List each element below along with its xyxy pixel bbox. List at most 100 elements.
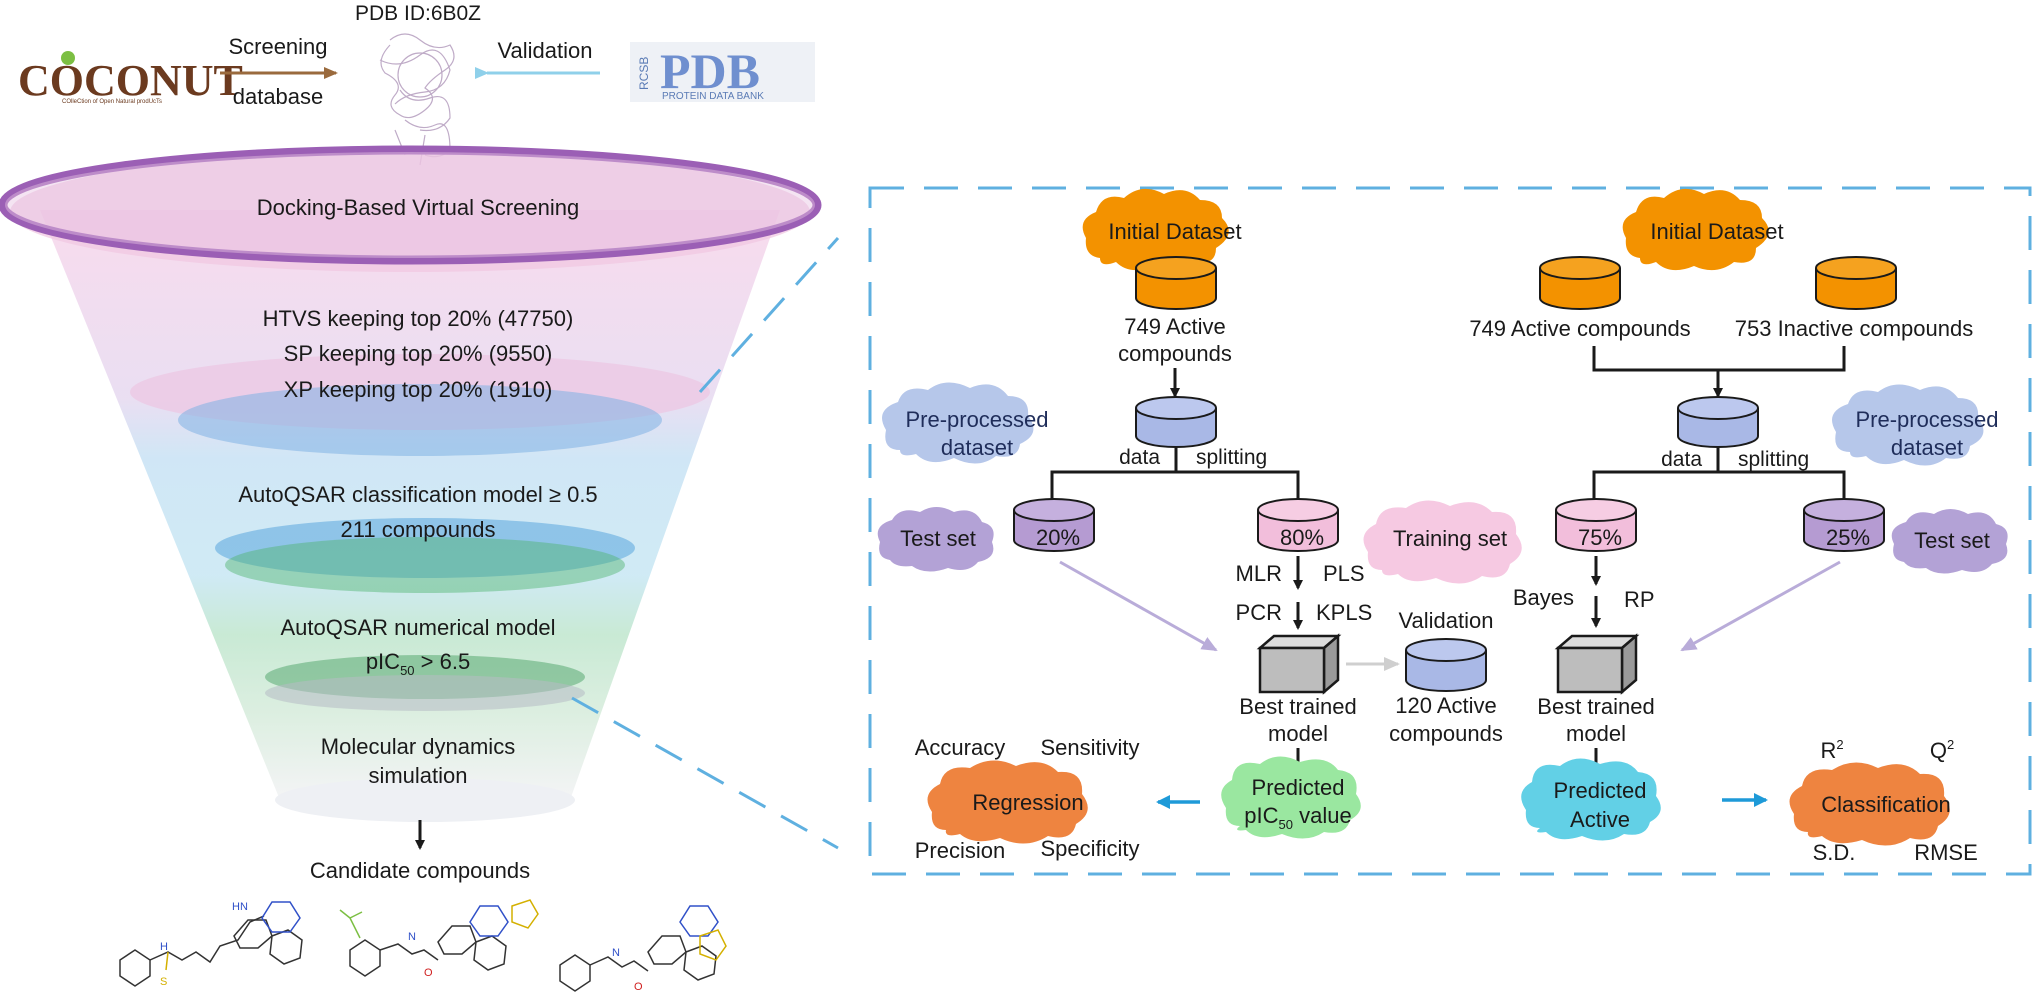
svg-text:O: O <box>634 981 643 993</box>
pct-test-right: 25% <box>1826 525 1870 550</box>
method-kpls: KPLS <box>1316 600 1372 625</box>
test-set-cloud-right <box>1891 509 2008 574</box>
sp-label: SP keeping top 20% (9550) <box>284 341 553 366</box>
preprocessed-cloud-right <box>1832 384 1984 466</box>
data-label-right: data <box>1661 448 1702 471</box>
predicted-right-2: Active <box>1570 807 1630 832</box>
screening-funnel <box>0 145 822 822</box>
db-test-right <box>1803 498 1885 552</box>
svg-text:H: H <box>160 941 168 953</box>
arrow-test-model-left <box>1059 560 1218 652</box>
classification-label: AutoQSAR classification model ≥ 0.5 <box>238 482 597 507</box>
db-active-right <box>1539 256 1621 310</box>
splitting-label-right: splitting <box>1738 448 1809 471</box>
test-set-label-left: Test set <box>900 526 976 551</box>
validation-count-2: compounds <box>1389 721 1503 746</box>
candidates-label: Candidate compounds <box>310 858 530 883</box>
method-pcr: PCR <box>1236 600 1282 625</box>
metric-specificity: Specificity <box>1040 836 1139 861</box>
initial-dataset-label-left: Initial Dataset <box>1108 219 1241 244</box>
initial-dataset-cloud-left <box>1082 188 1229 271</box>
coconut-leaf-icon <box>61 51 75 65</box>
db-active-left <box>1135 256 1217 310</box>
initial-dataset-label-right: Initial Dataset <box>1650 219 1783 244</box>
method-mlr: MLR <box>1236 561 1282 586</box>
predicted-left-1: Predicted <box>1252 775 1345 800</box>
regression-cloud <box>927 760 1088 844</box>
best-model-left-1: Best trained <box>1239 694 1356 719</box>
predicted-right-1: Predicted <box>1554 778 1647 803</box>
svg-text:N: N <box>408 931 416 943</box>
validation-label: Validation <box>498 38 593 63</box>
split-bracket-left <box>1050 470 1300 500</box>
training-set-cloud <box>1363 500 1522 584</box>
xp-ring <box>178 384 662 456</box>
preprocessed-label-right-1: Pre-processed <box>1855 407 1998 432</box>
test-set-cloud-left <box>877 507 994 572</box>
metric-precision: Precision <box>915 838 1005 863</box>
rcsb-pdb-logo: RCSB PDB PROTEIN DATA BANK <box>630 42 815 102</box>
model-cube-right <box>1554 633 1640 695</box>
database-label: database <box>233 84 324 109</box>
db-train-left <box>1257 498 1339 552</box>
metric-accuracy: Accuracy <box>915 735 1005 760</box>
molecule-1: HN H S <box>119 901 303 988</box>
predicted-pic50-cloud <box>1221 756 1361 839</box>
pct-test-left: 20% <box>1036 525 1080 550</box>
best-model-left-2: model <box>1268 721 1328 746</box>
regression-label: Regression <box>972 790 1083 815</box>
candidate-structures: HN H S N O N O <box>119 899 727 993</box>
predicted-left-2: pIC50 value <box>1244 803 1351 832</box>
coconut-logo: COCONUT COlleCtion of Open Natural prodU… <box>18 51 243 105</box>
db-preprocessed-left <box>1135 396 1217 448</box>
md-label-2: simulation <box>368 763 467 788</box>
metric-r2: R2 <box>1820 737 1843 763</box>
md-label: Molecular dynamics <box>321 734 515 759</box>
metric-sensitivity: Sensitivity <box>1040 735 1139 760</box>
preprocessed-label-left-1: Pre-processed <box>905 407 1048 432</box>
numerical-label: AutoQSAR numerical model <box>280 615 555 640</box>
method-rp: RP <box>1624 587 1655 612</box>
svg-text:PDB: PDB <box>660 43 760 99</box>
validation-count-1: 120 Active <box>1395 693 1497 718</box>
svg-text:HN: HN <box>232 901 248 913</box>
screening-label: Screening <box>228 34 327 59</box>
protein-structure-image <box>379 33 455 166</box>
coconut-logo-text: COCONUT <box>18 56 243 105</box>
svg-text:N: N <box>612 947 620 959</box>
merge-bracket-right <box>1592 346 1846 372</box>
xp-label: XP keeping top 20% (1910) <box>284 377 553 402</box>
active-compounds-left-2: compounds <box>1118 341 1232 366</box>
classification-ring-green <box>225 537 625 593</box>
svg-text:O: O <box>424 967 433 979</box>
classification-label: Classification <box>1821 792 1951 817</box>
metric-q2: Q2 <box>1930 737 1954 763</box>
db-validation <box>1405 638 1487 692</box>
svg-text:S: S <box>160 976 167 988</box>
metric-sd: S.D. <box>1813 840 1856 865</box>
method-bayes: Bayes <box>1513 585 1574 610</box>
db-inactive-right <box>1815 256 1897 310</box>
db-test-left <box>1013 498 1095 552</box>
molecule-3: N O <box>559 905 727 993</box>
svg-text:RCSB: RCSB <box>637 57 651 90</box>
zoom-connector-bottom <box>571 696 839 850</box>
docking-ring <box>0 145 822 265</box>
data-label-left: data <box>1119 446 1160 469</box>
docking-label: Docking-Based Virtual Screening <box>257 195 579 220</box>
molecule-2: N O <box>339 899 539 979</box>
pct-train-left: 80% <box>1280 525 1324 550</box>
validation-set-label: Validation <box>1399 608 1494 633</box>
classification-cloud <box>1789 762 1950 846</box>
classification-count: 211 compounds <box>341 517 496 542</box>
method-pls: PLS <box>1323 561 1365 586</box>
initial-dataset-cloud-right <box>1622 188 1769 271</box>
splitting-label-left: splitting <box>1196 446 1267 469</box>
training-set-label: Training set <box>1393 526 1507 551</box>
pct-train-right: 75% <box>1578 525 1622 550</box>
best-model-right-1: Best trained <box>1537 694 1654 719</box>
db-preprocessed-right <box>1677 396 1759 448</box>
pic50-threshold: pIC50 > 6.5 <box>366 649 470 678</box>
